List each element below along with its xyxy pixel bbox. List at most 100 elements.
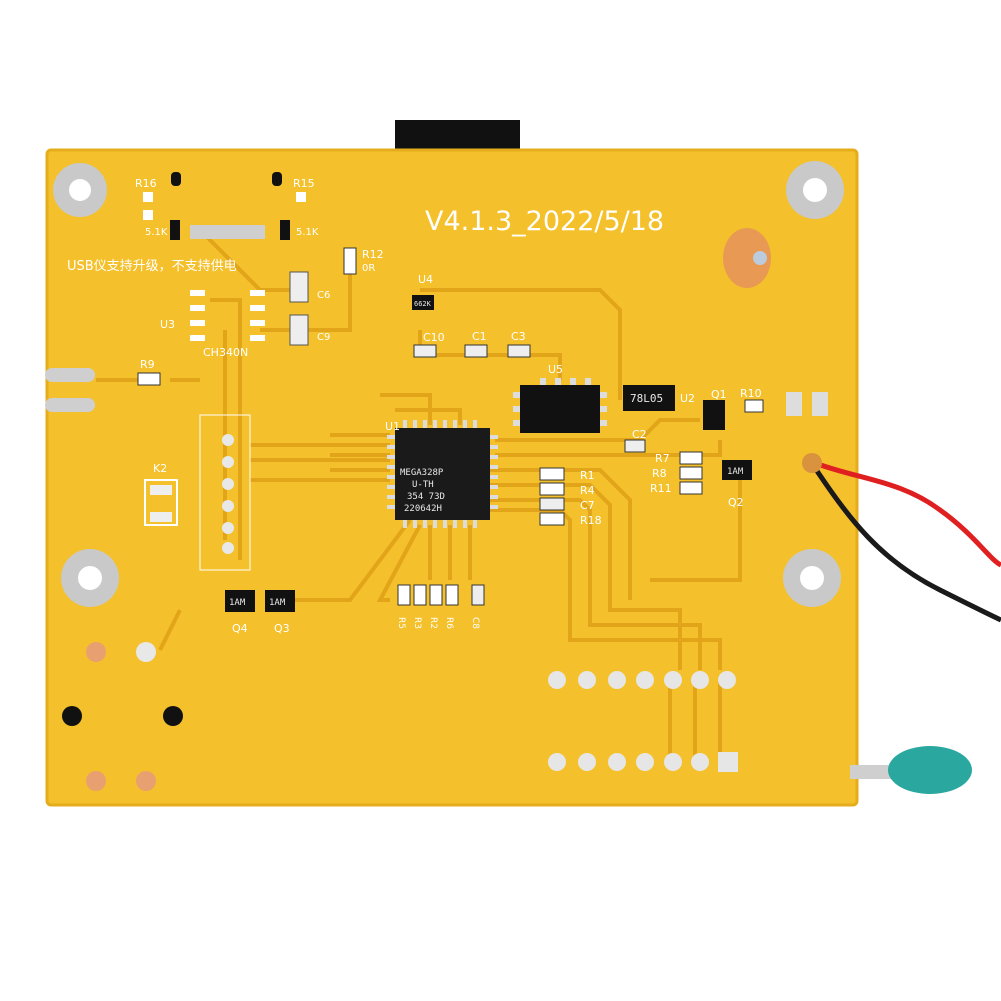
version-label: V4.1.3_2022/5/18 xyxy=(425,206,664,237)
switch-k2 xyxy=(144,479,178,526)
resistor-r10 xyxy=(744,399,764,413)
program-header-outline xyxy=(199,414,251,571)
label-ch340n: CH340N xyxy=(203,346,248,359)
label-q4-marking: 1AM xyxy=(229,598,246,608)
pad-r15 xyxy=(296,192,306,202)
label-r18: R18 xyxy=(580,514,602,527)
label-u4-marking: 662K xyxy=(414,300,432,308)
capacitor-c10 xyxy=(413,344,437,358)
solder-pad xyxy=(86,771,106,791)
usb-pads xyxy=(170,220,290,240)
label-c8: C8 xyxy=(470,617,480,629)
black-wire xyxy=(812,466,1001,623)
label-u2: U2 xyxy=(680,392,695,405)
solder-pad xyxy=(136,771,156,791)
label-c3: C3 xyxy=(511,330,526,343)
pad-r16b xyxy=(143,210,153,220)
label-res-51k-a: 5.1K xyxy=(145,227,168,238)
label-78l05: 78L05 xyxy=(630,392,663,405)
label-r11: R11 xyxy=(650,482,672,495)
through-hole xyxy=(163,706,183,726)
label-q1: Q1 xyxy=(711,388,727,401)
reference-chip-u4 xyxy=(412,295,434,310)
label-r3: R3 xyxy=(412,617,422,629)
regulator-chip-u2 xyxy=(623,385,675,411)
through-hole xyxy=(62,706,82,726)
lcd-header-bottom xyxy=(548,752,738,772)
label-r12-value: 0R xyxy=(362,263,375,274)
label-u3: U3 xyxy=(160,318,175,331)
label-r7: R7 xyxy=(655,452,670,465)
resistor-r8 xyxy=(679,466,703,480)
solder-pad xyxy=(136,642,156,662)
via-pad xyxy=(753,251,767,265)
capacitor-c9 xyxy=(289,314,309,346)
label-r6: R6 xyxy=(444,617,454,629)
label-q3: Q3 xyxy=(274,622,290,635)
label-r10: R10 xyxy=(740,387,762,400)
label-q2: Q2 xyxy=(728,496,744,509)
transistor-q4 xyxy=(225,590,255,612)
thermistor-lead xyxy=(850,765,900,779)
mcu-line-3: 354 73D xyxy=(407,492,445,502)
label-c2: C2 xyxy=(632,428,647,441)
label-u1: U1 xyxy=(385,420,400,433)
label-c1: C1 xyxy=(472,330,487,343)
mounting-hole xyxy=(61,549,119,607)
capacitor-c6 xyxy=(289,271,309,303)
lcd-header-top xyxy=(548,671,736,689)
capacitor-c7 xyxy=(539,497,565,511)
resistor-r1 xyxy=(539,467,565,481)
label-k2: K2 xyxy=(153,462,167,475)
label-u5: U5 xyxy=(548,363,563,376)
label-r5: R5 xyxy=(396,617,406,629)
led-r15 xyxy=(272,172,282,186)
thermistor-bead xyxy=(888,746,972,794)
label-res-51k-b: 5.1K xyxy=(296,227,319,238)
label-r8: R8 xyxy=(652,467,667,480)
label-c9: C9 xyxy=(317,332,330,343)
capacitor-c1 xyxy=(464,344,488,358)
resistor-r7 xyxy=(679,451,703,465)
label-c6: C6 xyxy=(317,290,330,301)
label-q4: Q4 xyxy=(232,622,248,635)
transistor-q3 xyxy=(265,590,295,612)
resistor-r18 xyxy=(539,512,565,526)
mcu-line-4: 220642H xyxy=(404,504,442,514)
resistor-r12 xyxy=(343,247,357,275)
terminal-pad xyxy=(812,392,828,416)
label-r12: R12 xyxy=(362,248,384,261)
program-header-pins xyxy=(222,434,234,554)
solder-blob xyxy=(723,228,771,288)
switch-k2-pad xyxy=(150,512,172,522)
copper-traces xyxy=(96,228,742,760)
label-r2: R2 xyxy=(428,617,438,629)
label-u4: U4 xyxy=(418,273,433,286)
label-r16: R16 xyxy=(135,177,157,190)
resistor-r9 xyxy=(137,372,161,386)
capacitor-c3 xyxy=(507,344,531,358)
solder-pad xyxy=(86,642,106,662)
label-r1: R1 xyxy=(580,469,595,482)
mcu-line-1: MEGA328P xyxy=(400,468,444,478)
wire-solder-joint xyxy=(802,453,822,473)
resistor-r4 xyxy=(539,482,565,496)
pad-r16 xyxy=(143,192,153,202)
label-r4: R4 xyxy=(580,484,595,497)
mounting-hole xyxy=(786,161,844,219)
mcu-chip-u1 xyxy=(387,420,498,528)
label-c7: C7 xyxy=(580,499,595,512)
mcu-line-2: U-TH xyxy=(412,480,434,490)
label-q3-marking: 1AM xyxy=(269,598,286,608)
mounting-hole xyxy=(783,549,841,607)
resistor-r11 xyxy=(679,481,703,495)
switch-k2-pad xyxy=(150,485,172,495)
transistor-q1 xyxy=(703,400,725,430)
eeprom-chip-u5 xyxy=(513,378,607,433)
battery-lead-pads xyxy=(45,368,95,412)
red-wire xyxy=(811,459,1001,568)
usb-note: USB仪支持升级，不支持供电 xyxy=(67,259,237,274)
label-r15: R15 xyxy=(293,177,315,190)
transistor-q2 xyxy=(722,460,752,480)
